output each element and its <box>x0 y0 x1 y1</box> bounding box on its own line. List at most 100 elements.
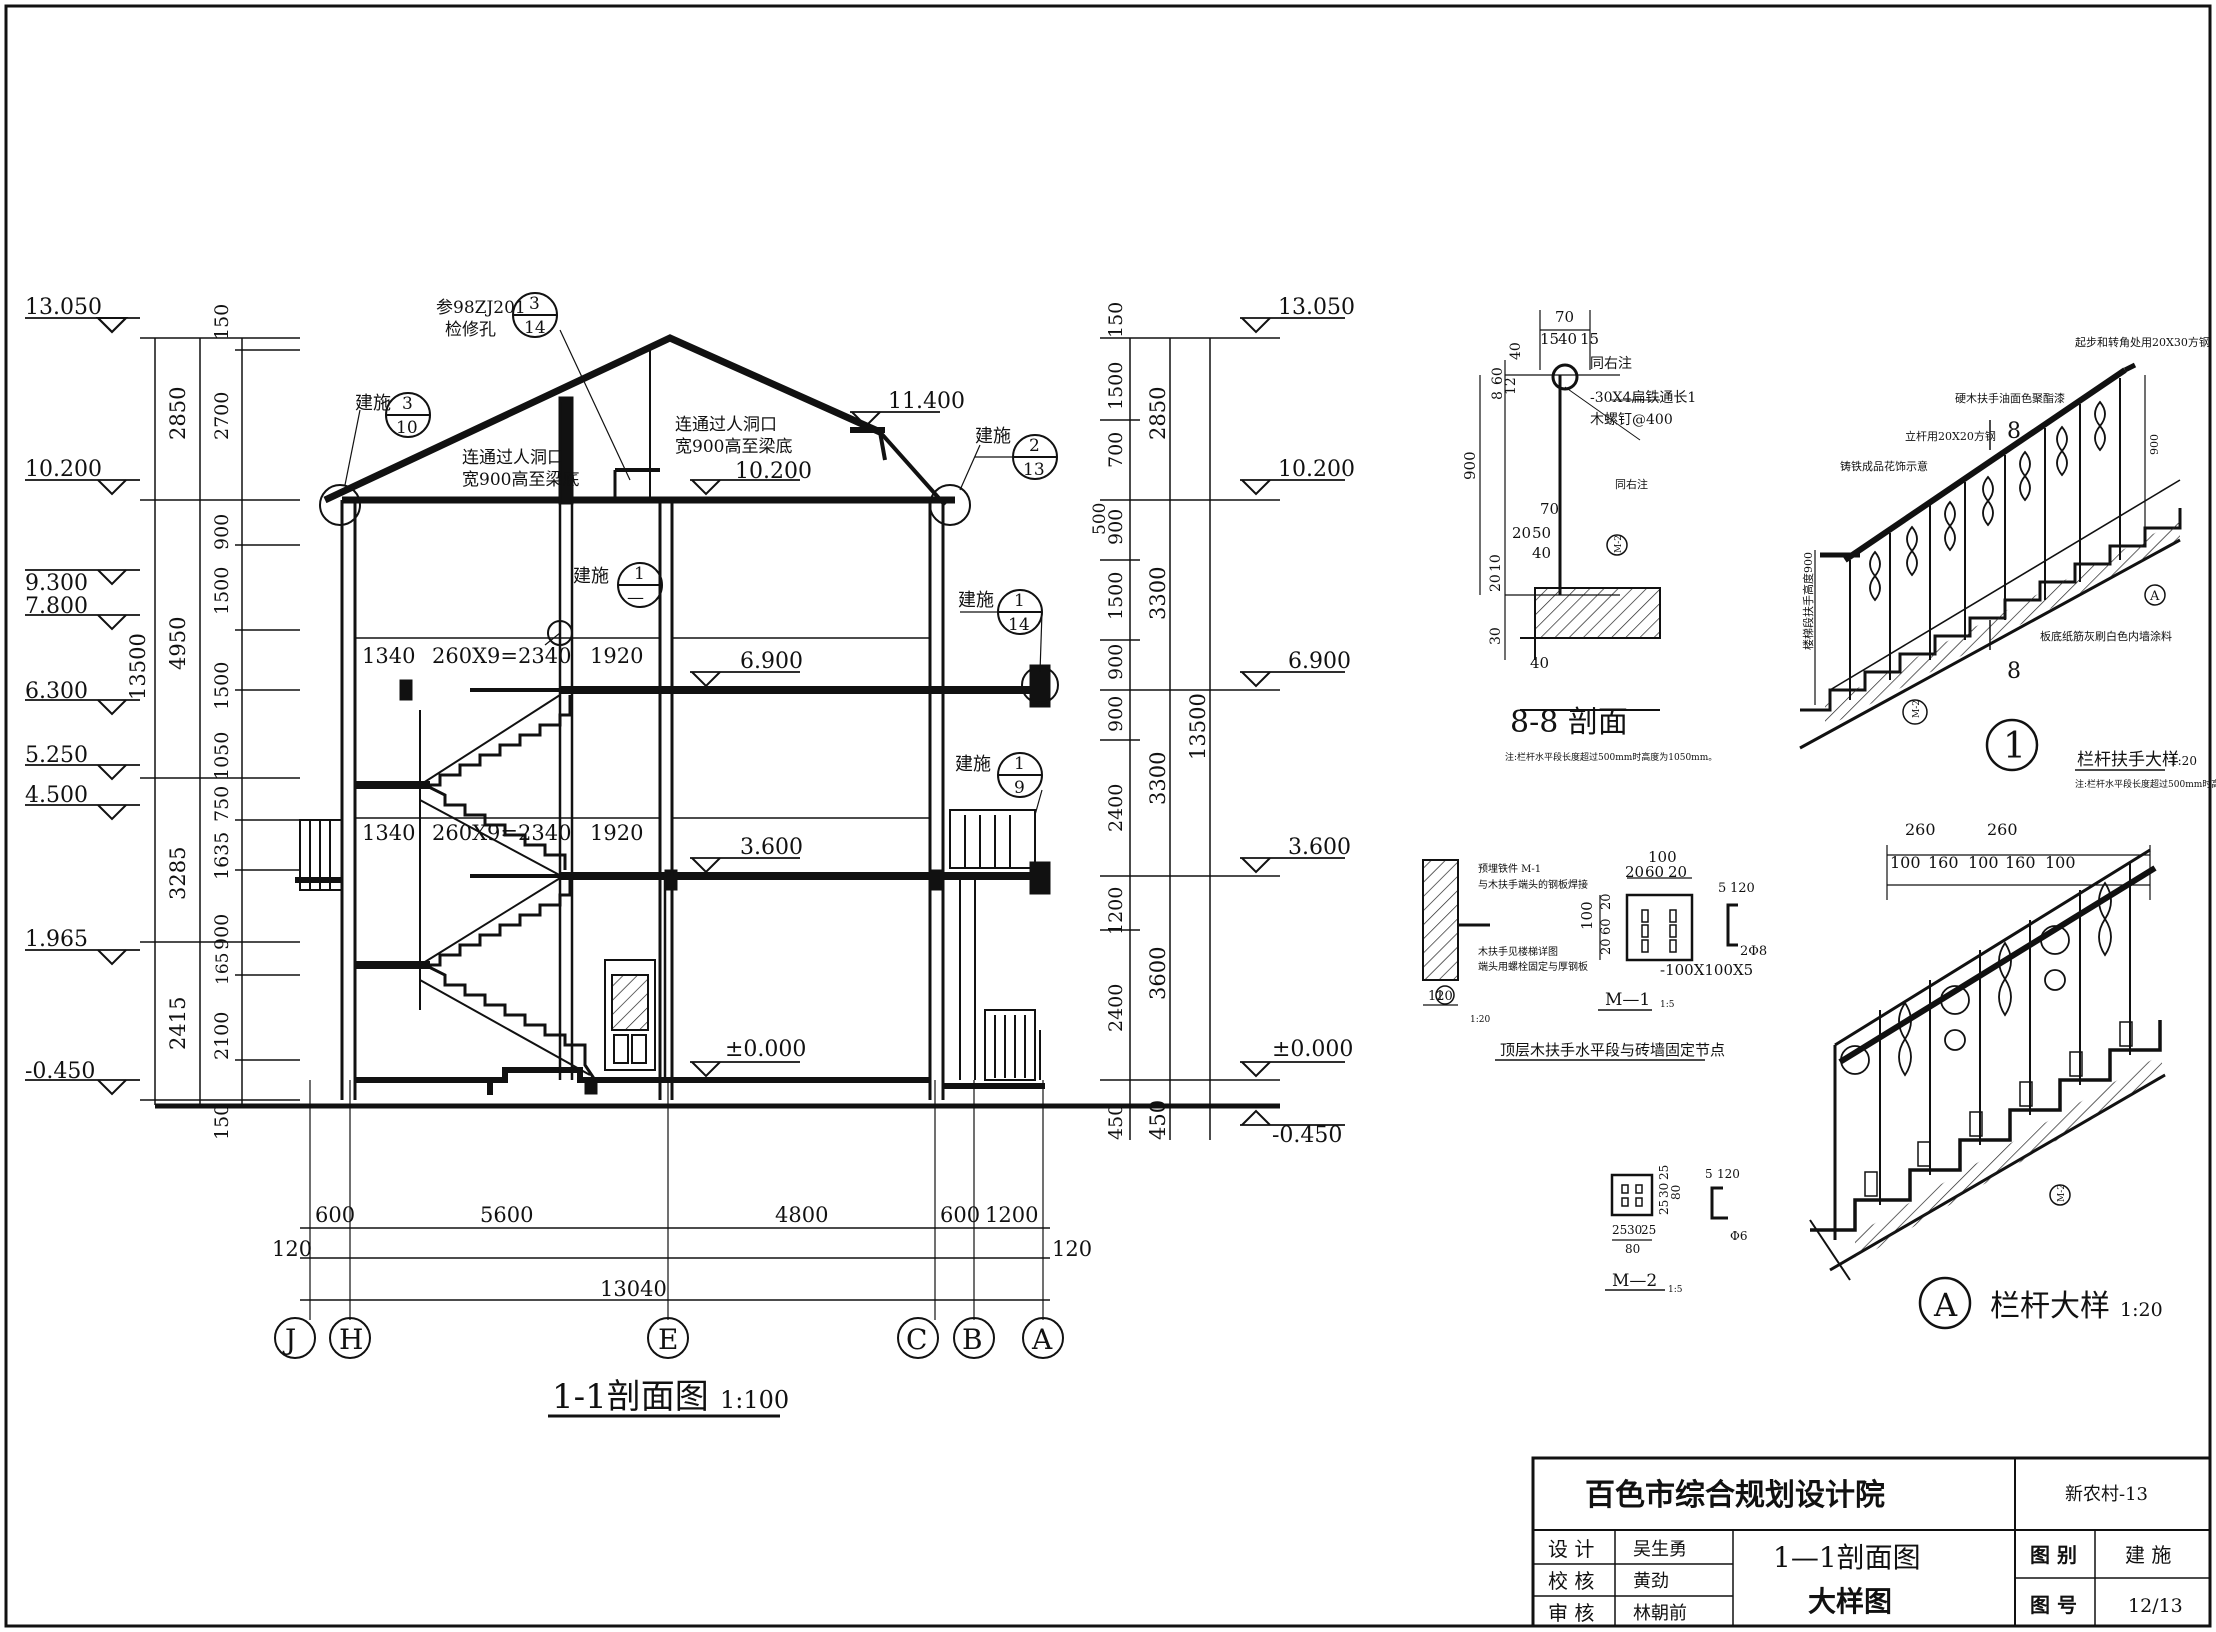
dh-label-6: 板底纸筋灰刷白色内墙涂料 <box>2040 629 2172 643</box>
left-dimension-chains <box>140 337 300 1105</box>
ref-b-label: 建施 <box>355 393 391 414</box>
elev-right-6: -0.450 <box>1272 1123 1342 1148</box>
stair-dim-3: 1920 <box>590 644 643 668</box>
ref-d-label: 建施 <box>573 566 609 587</box>
elev-left-8: 1.965 <box>25 927 88 952</box>
tb-role-1: 设 计 <box>1548 1537 1594 1561</box>
elev-right-2: 10.200 <box>1278 457 1355 482</box>
dim-bottom-2: 5600 <box>480 1203 533 1227</box>
axis-B: B <box>962 1323 983 1356</box>
dim-right-inner-11: 2400 <box>1105 984 1127 1032</box>
floor-slabs <box>355 664 1051 1095</box>
elev-left-5: 6.300 <box>25 679 88 704</box>
stair-dim-5: 260X9=2340 <box>432 821 571 845</box>
dm1-label-2: 与木扶手端头的钢板焊接 <box>1478 878 1588 891</box>
d88-note: 注:栏杆水平段长度超过500mm时高度为1050mm。 <box>1505 751 1717 763</box>
dim-right-mid-4: 3600 <box>1146 947 1170 1000</box>
axis-A: A <box>1031 1323 1053 1356</box>
dim-left-outer-4: 3285 <box>166 847 190 900</box>
dm1-dim-12: 2Φ8 <box>1740 944 1767 959</box>
elev-left-4: 7.800 <box>25 594 88 619</box>
d88-label-2: -30X4扁铁通长1 <box>1590 390 1696 406</box>
d88-dim-17: 40 <box>1530 654 1549 672</box>
elev-right-3: 6.900 <box>1288 649 1351 674</box>
right-elevation-markers <box>1240 317 1345 1126</box>
stair-dim-4: 1340 <box>362 821 415 845</box>
elev-right-1: 13.050 <box>1278 295 1355 320</box>
d88-label-3: 木螺钉@400 <box>1590 412 1673 428</box>
dim-right-inner-12: 450 <box>1105 1104 1127 1140</box>
section-text: 13.050 10.200 9.300 7.800 6.300 5.250 4.… <box>25 294 1355 1417</box>
ref-a-bottom: 14 <box>524 318 546 338</box>
elev-right-5: ±0.000 <box>1272 1037 1353 1062</box>
d88-dim-15: 10 <box>1488 554 1504 572</box>
tb-company: 百色市综合规划设计院 <box>1585 1478 1885 1513</box>
dm2-dim-6: 30 <box>1627 1223 1642 1237</box>
dim-bottom-5: 1200 <box>985 1203 1038 1227</box>
tb-category: 建 施 <box>2125 1543 2171 1567</box>
elev-left-6: 5.250 <box>25 743 88 768</box>
detail-a <box>1809 845 2166 1330</box>
tb-number: 12/13 <box>2128 1595 2183 1617</box>
balconies <box>295 688 1041 1081</box>
elev-left-9: -0.450 <box>25 1059 95 1084</box>
d88-dim-9: 900 <box>1461 451 1479 480</box>
dm1-dim-8: 20 <box>1599 938 1614 955</box>
tb-project: 新农村-13 <box>2065 1484 2148 1505</box>
elev-left-3: 9.300 <box>25 571 88 596</box>
dim-bottom-1: 600 <box>315 1203 355 1227</box>
d88-dim-3: 40 <box>1558 330 1577 348</box>
left-elevation-markers <box>25 317 140 1096</box>
dim-left-inner-3: 900 <box>211 514 233 550</box>
dim-bottom-4: 600 <box>940 1203 980 1227</box>
d88-dim-1: 70 <box>1555 308 1574 326</box>
dh-label-3: 立杆用20X20方钢 <box>1905 429 1996 443</box>
d88-dim-4: 15 <box>1580 330 1599 348</box>
detail-m1 <box>1422 859 1738 1061</box>
tb-number-label: 图 号 <box>2030 1593 2077 1617</box>
dh-note: 注:栏杆水平段长度超过500mm时高度为1050mm。 <box>2075 778 2216 790</box>
d88-dim-8: 12 <box>1503 377 1519 395</box>
dm1-label-4: 端头用螺栓固定与厚钢板 <box>1478 960 1588 973</box>
dim-left-inner-6: 1050 <box>211 732 233 780</box>
d88-dim-16: 30 <box>1488 627 1504 645</box>
dh-callout: A <box>2149 589 2160 604</box>
dm1-label-3: 木扶手见楼梯详图 <box>1478 945 1558 958</box>
dm1-dim-13: 120 <box>1428 989 1453 1004</box>
dim-bottom-end-2: 120 <box>1052 1237 1092 1261</box>
d88-dim-10: 70 <box>1540 500 1559 518</box>
dim-left-inner-9: 900 <box>211 914 233 950</box>
note-passage-2b: 宽900高至梁底 <box>675 437 792 457</box>
elev-left-2: 10.200 <box>25 457 102 482</box>
dm2-dim-11: Φ6 <box>1730 1229 1747 1243</box>
dim-left-inner-4: 1500 <box>211 567 233 615</box>
dm1-dim-11: -100X100X5 <box>1660 961 1753 979</box>
dh-label-5: 楼梯段扶手高度900 <box>1801 552 1815 650</box>
dh-label-2: 硬木扶手油面色聚酯漆 <box>1955 391 2065 405</box>
ref-c-top: 2 <box>1029 436 1040 456</box>
dm2-dim-10: 120 <box>1717 1167 1740 1181</box>
dm1-dim-4: 20 <box>1668 863 1687 881</box>
dm2-scale: 1:5 <box>1668 1285 1683 1295</box>
dh-title: 栏杆扶手大样 <box>2077 750 2179 770</box>
dh-scale: 1:20 <box>2170 754 2197 768</box>
ref-f-bottom: 9 <box>1014 778 1025 798</box>
axis-E: E <box>658 1323 678 1356</box>
right-dimension-chains <box>1100 337 1280 1140</box>
dim-bottom-3: 4800 <box>775 1203 828 1227</box>
d88-title: 8-8 剖面 <box>1510 705 1628 740</box>
d88-tag: M-2 <box>1614 535 1624 553</box>
dm1-dim-10: 120 <box>1730 881 1755 896</box>
dim-right-mid-2: 3300 <box>1146 567 1170 620</box>
ref-c-label: 建施 <box>975 426 1011 447</box>
dim-left-inner-8: 1635 <box>211 832 233 880</box>
dim-left-inner-7: 750 <box>211 786 233 822</box>
d88-dim-12: 50 <box>1532 524 1551 542</box>
ref-e-bottom: 14 <box>1008 615 1030 635</box>
dm1-dim-5: 100 <box>1578 901 1596 930</box>
reference-circles <box>319 292 1059 816</box>
ref-b-top: 3 <box>402 394 413 414</box>
ref-d-bottom: — <box>627 588 644 608</box>
elev-inner-3: 6.900 <box>740 649 803 674</box>
